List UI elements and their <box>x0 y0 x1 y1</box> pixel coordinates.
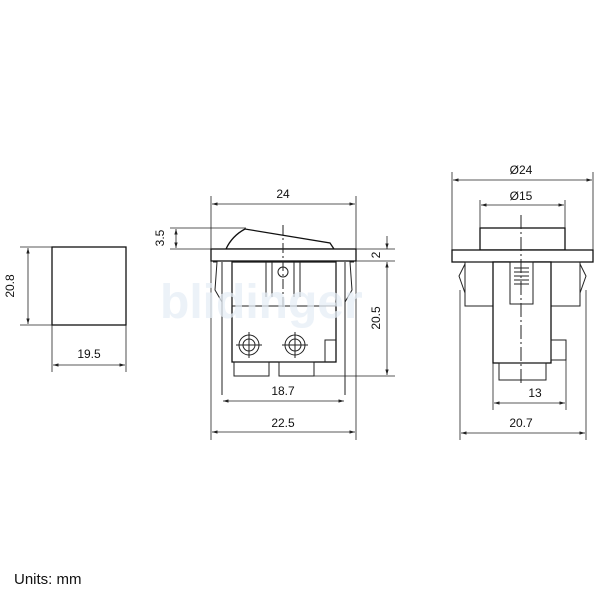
dim-label-body-height: 20.5 <box>369 306 383 330</box>
units-label: Units: mm <box>14 571 82 588</box>
dim-label-flange-diameter: Ø24 <box>510 163 533 177</box>
dim-label-terminal-width: 13 <box>528 386 542 400</box>
watermark: blidinger <box>160 276 363 329</box>
rocker <box>224 228 336 250</box>
front-view: 24 3.5 2 20.5 18.7 22.5 <box>153 187 395 440</box>
dim-label-outer-width: 22.5 <box>271 416 295 430</box>
rocker-end <box>479 227 566 251</box>
flange-end <box>451 249 594 263</box>
dim-label-top-width: 24 <box>276 187 290 201</box>
dim-label-body-width: 20.7 <box>509 416 533 430</box>
side-view-outline <box>51 246 127 326</box>
terminal-screw <box>282 332 308 358</box>
end-view: Ø24 Ø15 13 20.7 <box>451 163 594 440</box>
dim-label-flange: 2 <box>369 251 383 258</box>
dim-label-rocker-height: 3.5 <box>153 229 167 246</box>
dim-label-rocker-diameter: Ø15 <box>510 189 533 203</box>
dim-label-inner-width: 18.7 <box>271 384 295 398</box>
side-view: 20.8 19.5 <box>3 246 127 372</box>
terminal-screw <box>236 332 262 358</box>
dim-label-width: 19.5 <box>77 347 101 361</box>
dim-label-height: 20.8 <box>3 274 17 298</box>
